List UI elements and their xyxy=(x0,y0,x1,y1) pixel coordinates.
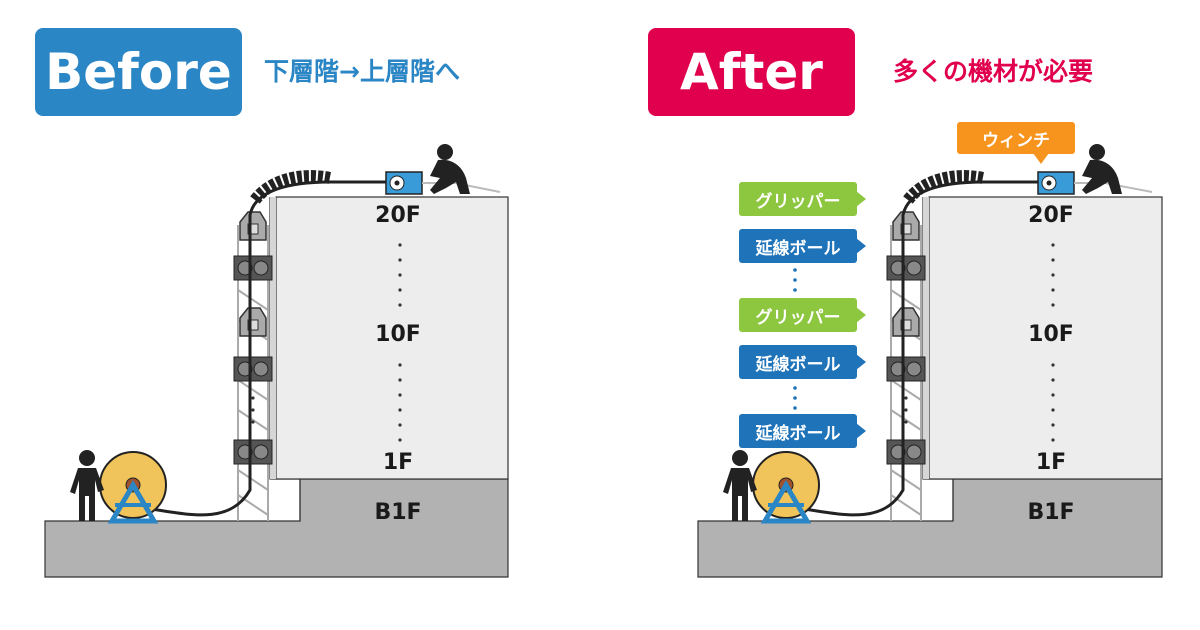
gripper-icon xyxy=(239,307,267,337)
cable-drum-icon xyxy=(99,451,167,524)
gripper-icon xyxy=(892,307,920,337)
callout-pulling-pole: 延線ボール xyxy=(739,345,866,379)
winch-icon xyxy=(1037,171,1075,195)
after-subtitle: 多くの機材が必要 xyxy=(893,57,1094,86)
after-diagram xyxy=(697,144,1163,578)
worker-icon xyxy=(70,450,104,521)
floor-label-20f: 20F xyxy=(1028,203,1074,228)
callout-gripper: グリッパー xyxy=(739,182,866,216)
floor-label-1f: 1F xyxy=(1035,450,1067,475)
floor-label-1f: 1F xyxy=(382,450,414,475)
callout-pulling-pole: 延線ボール xyxy=(739,414,866,448)
floor-label-b1f: B1F xyxy=(1027,500,1075,525)
floor-label-b1f: B1F xyxy=(374,500,422,525)
pulley-icon xyxy=(233,356,273,382)
pulley-icon xyxy=(233,255,273,281)
cable xyxy=(797,180,1040,517)
floor-label-10f: 10F xyxy=(1028,322,1074,347)
before-subtitle: 下層階→上層階へ xyxy=(264,57,460,86)
after-panel: After 多くの機材が必要 xyxy=(600,0,1200,630)
after-badge: After xyxy=(648,28,855,116)
cable xyxy=(144,180,392,517)
pulley-icon xyxy=(886,255,926,281)
winch-icon xyxy=(385,171,423,195)
floor-label-20f: 20F xyxy=(375,203,421,228)
before-panel: Before 下層階→上層階へ xyxy=(35,28,509,578)
pulley-icon xyxy=(233,439,273,465)
worker-icon xyxy=(1082,144,1122,194)
worker-icon xyxy=(430,144,470,194)
gripper-icon xyxy=(239,211,267,241)
pulley-icon xyxy=(886,356,926,382)
pulley-icon xyxy=(886,439,926,465)
worker-icon xyxy=(723,450,757,521)
floor-dots xyxy=(398,243,402,442)
floor-dots xyxy=(1051,243,1055,442)
floor-label-10f: 10F xyxy=(375,322,421,347)
before-badge: Before xyxy=(35,28,242,116)
callout-gripper: グリッパー xyxy=(739,298,866,332)
callout-pulling-pole: 延線ボール xyxy=(739,229,866,263)
gripper-icon xyxy=(892,211,920,241)
callout-winch: ウィンチ xyxy=(957,122,1075,164)
building xyxy=(275,196,509,480)
before-diagram xyxy=(44,144,509,578)
